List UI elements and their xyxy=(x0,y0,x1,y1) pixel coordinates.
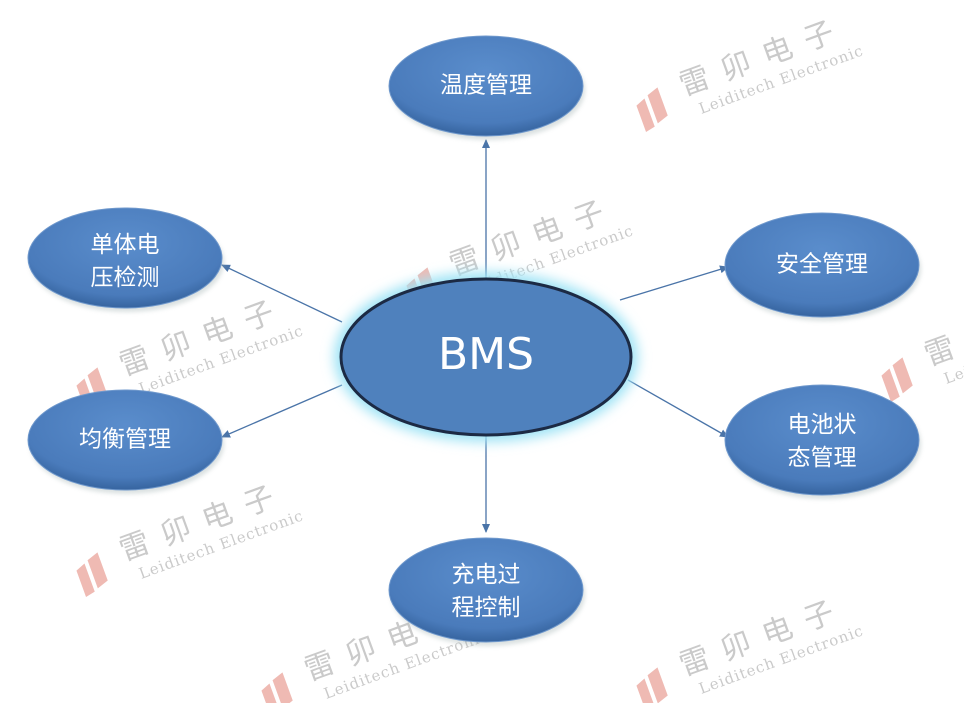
node-label-cell-voltage: 单体电 压检测 xyxy=(90,232,160,291)
arrow-to-balancing xyxy=(221,384,343,438)
node-battery-state xyxy=(724,384,920,496)
node-label-safety: 安全管理 xyxy=(776,251,868,278)
node-cell-voltage xyxy=(27,207,223,309)
center-label: BMS xyxy=(437,329,535,380)
arrow-to-cell-voltage xyxy=(221,264,343,323)
node-safety xyxy=(724,212,920,318)
node-temperature xyxy=(388,35,584,137)
node-label-battery-state: 电池状 态管理 xyxy=(787,412,857,471)
node-label-balancing: 均衡管理 xyxy=(79,426,171,453)
connector-arrows xyxy=(221,139,729,533)
node-balancing xyxy=(27,389,223,491)
node-label-temperature: 温度管理 xyxy=(440,72,532,99)
node-label-charging: 充电过 程控制 xyxy=(451,562,521,621)
center-node-bms xyxy=(339,277,633,437)
arrow-to-battery-state xyxy=(627,379,729,438)
arrow-to-safety xyxy=(619,265,729,301)
node-shapes xyxy=(27,35,921,646)
node-charging xyxy=(388,537,584,643)
